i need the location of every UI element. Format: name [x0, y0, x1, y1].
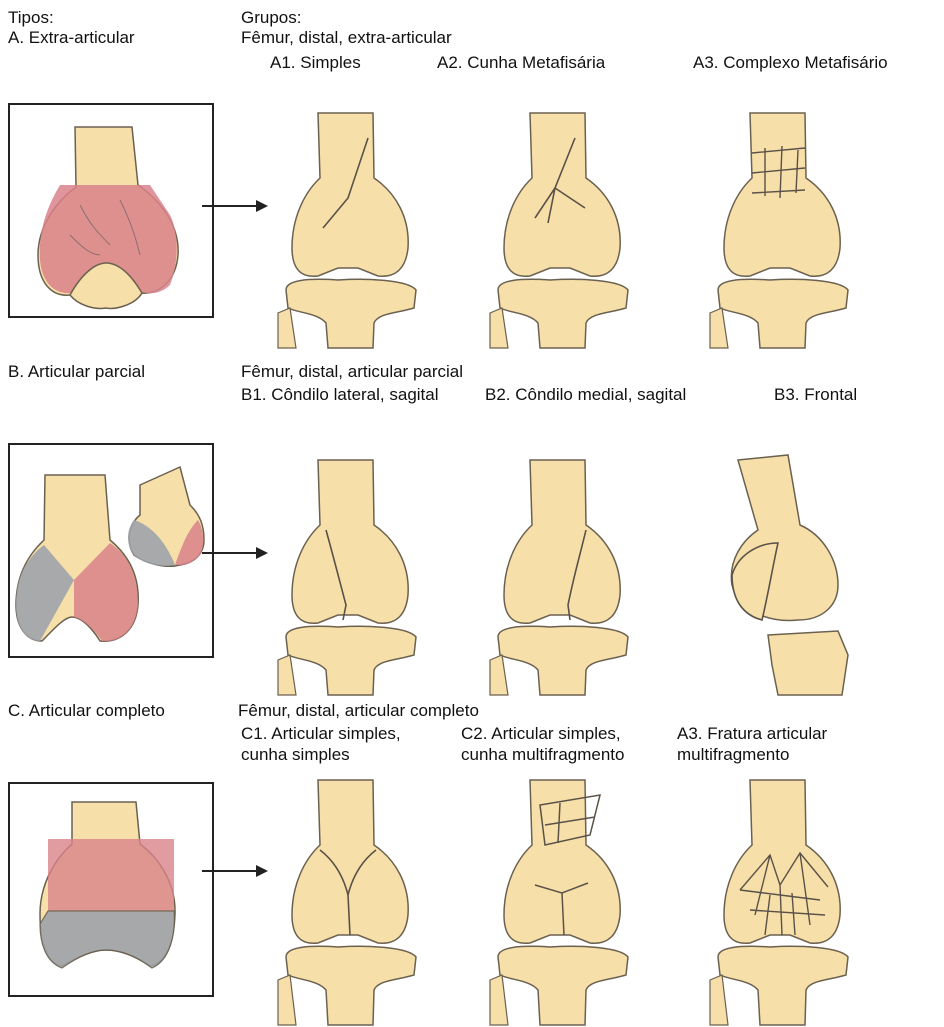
arrow-right-icon — [200, 545, 270, 561]
knee-b3-illustration — [718, 455, 868, 695]
knee-c2-illustration — [490, 775, 640, 1025]
type-a-label: A. Extra-articular — [8, 28, 135, 48]
type-b-box — [8, 443, 214, 658]
knee-a3-illustration — [710, 108, 860, 348]
knee-c1-illustration — [278, 775, 428, 1025]
type-c-label: C. Articular completo — [8, 701, 165, 721]
type-b-femur-illustration — [10, 445, 214, 658]
group-a3-label: A3. Complexo Metafisário — [693, 53, 888, 73]
group-c-title: Fêmur, distal, articular completo — [238, 701, 479, 721]
group-c3-line2: multifragmento — [677, 745, 789, 765]
group-c1-line2: cunha simples — [241, 745, 350, 765]
group-c2-line1: C2. Articular simples, — [461, 724, 621, 744]
arrow-right-icon — [200, 863, 270, 879]
group-c1-line1: C1. Articular simples, — [241, 724, 401, 744]
type-b-label: B. Articular parcial — [8, 362, 145, 382]
group-b3-label: B3. Frontal — [774, 385, 857, 405]
knee-b1-illustration — [278, 455, 428, 695]
group-c2-line2: cunha multifragmento — [461, 745, 624, 765]
arrow-right-icon — [200, 198, 270, 214]
type-a-femur-illustration — [10, 105, 214, 318]
tipos-label: Tipos: — [8, 8, 54, 28]
knee-a2-illustration — [490, 108, 640, 348]
knee-a1-illustration — [278, 108, 428, 348]
group-a2-label: A2. Cunha Metafisária — [437, 53, 605, 73]
group-a1-label: A1. Simples — [270, 53, 361, 73]
group-a-title: Fêmur, distal, extra-articular — [241, 28, 452, 48]
knee-c3-illustration — [710, 775, 860, 1025]
type-c-femur-illustration — [10, 784, 214, 997]
grupos-label: Grupos: — [241, 8, 301, 28]
group-b-title: Fêmur, distal, articular parcial — [241, 362, 463, 382]
type-a-box — [8, 103, 214, 318]
group-b2-label: B2. Côndilo medial, sagital — [485, 385, 686, 405]
group-c3-line1: A3. Fratura articular — [677, 724, 827, 744]
knee-b2-illustration — [490, 455, 640, 695]
group-b1-label: B1. Côndilo lateral, sagital — [241, 385, 439, 405]
type-c-box — [8, 782, 214, 997]
